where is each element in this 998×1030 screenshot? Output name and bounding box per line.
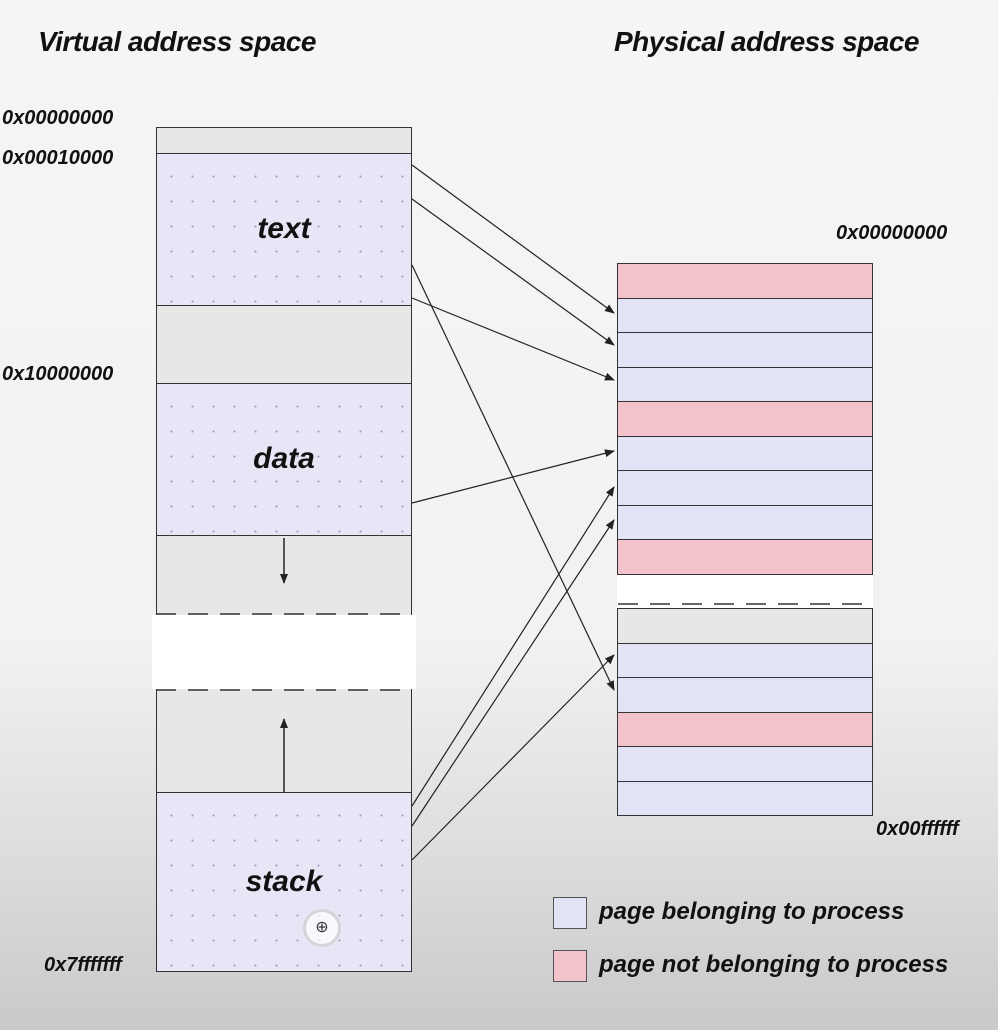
frame-process (617, 780, 873, 816)
frame-process (617, 435, 873, 471)
legend-mine-swatch (553, 897, 587, 929)
virtual-addr-text-start: 0x00010000 (2, 147, 114, 169)
mapping-arrow (411, 519, 615, 827)
legend-mine-label: page belonging to process (599, 898, 905, 925)
frame-other-process (617, 401, 873, 437)
virtual-addr-data-start: 0x10000000 (2, 363, 114, 385)
frame-process (617, 332, 873, 368)
physical-addr-start: 0x00000000 (836, 222, 948, 244)
data-segment-label: data (253, 442, 315, 475)
text-segment-label: text (257, 212, 311, 245)
virtual-addr-end: 0x7fffffff (44, 954, 122, 976)
mapping-arrow (411, 297, 615, 381)
physical-space-title: Physical address space (614, 26, 919, 57)
zoom-in-icon[interactable]: ⊕ (306, 912, 338, 944)
frame-process (617, 677, 873, 713)
frame-other-process (617, 263, 873, 299)
virtual-addr-start: 0x00000000 (2, 107, 114, 129)
frame-process (617, 642, 873, 678)
frame-process (617, 297, 873, 333)
frame-other-process (617, 539, 873, 575)
text-segment: text (156, 153, 412, 307)
legend-other-label: page not belonging to process (599, 951, 949, 978)
mapping-arrow (411, 654, 615, 861)
physical-addr-end: 0x00ffffff (876, 818, 959, 840)
mapping-arrow (411, 449, 615, 504)
frame-process (617, 366, 873, 402)
mapping-arrow (411, 164, 615, 314)
physical-break (617, 574, 873, 608)
stack-segment: stack (156, 792, 412, 972)
gap-segment (156, 305, 412, 385)
data-segment: data (156, 383, 412, 537)
virtual-break (152, 615, 416, 689)
legend-other-swatch (553, 950, 587, 982)
virtual-space-title: Virtual address space (38, 26, 316, 57)
stack-segment-label: stack (245, 865, 323, 898)
mapping-arrow (411, 486, 615, 807)
mapping-arrow (411, 198, 615, 346)
